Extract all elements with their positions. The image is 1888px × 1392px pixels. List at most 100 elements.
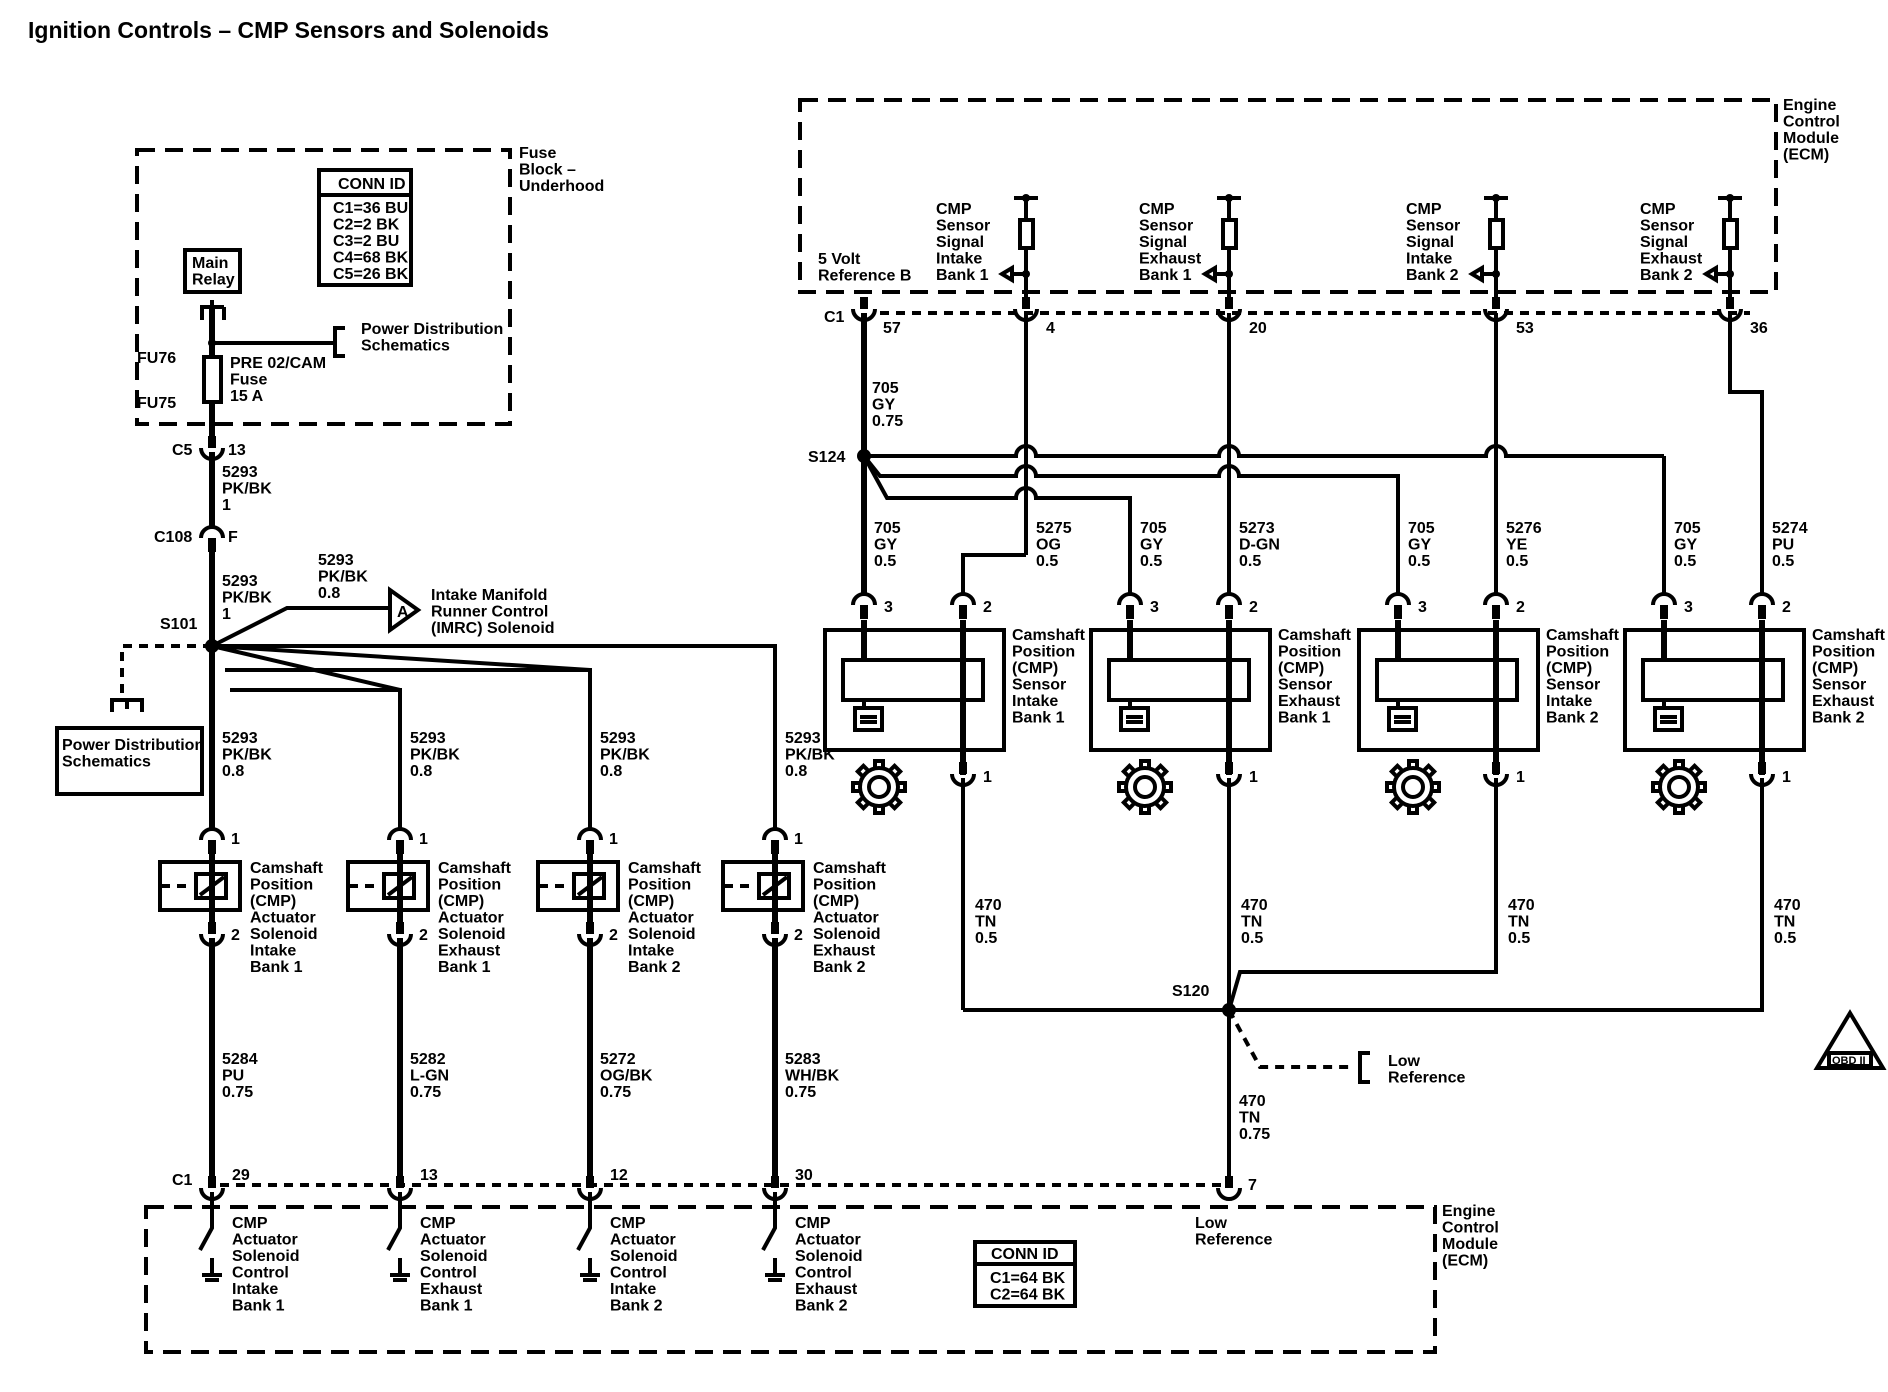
sensor-connector-3	[851, 592, 877, 606]
s120-label: S120	[1172, 983, 1209, 1000]
connector-pin	[1225, 297, 1233, 309]
connector-pin	[1758, 605, 1766, 619]
ecm-ref-pin: 57	[883, 320, 901, 337]
fu75-label: FU75	[137, 395, 176, 412]
ecm-pin-number: 29	[232, 1167, 250, 1184]
obd-badge-label-box	[1827, 1051, 1873, 1068]
connector-pin	[208, 1176, 216, 1188]
ref-bus-2	[862, 454, 1400, 595]
connector-pin	[1726, 297, 1734, 309]
solenoid-connector-1	[387, 827, 413, 841]
gear-icon	[1651, 759, 1707, 815]
sensor-magnet-lines	[1660, 715, 1677, 724]
solenoid-feed-wire	[225, 668, 592, 830]
ecm-switch-ground	[198, 1192, 222, 1282]
ecm-sensor-pin: 4	[1046, 320, 1055, 337]
gear-icon	[1385, 759, 1441, 815]
sensor-connector-3	[1385, 592, 1411, 606]
solenoid-pin-2: 2	[231, 927, 240, 944]
sensor-connector-2	[1216, 592, 1242, 606]
ecm-c1-label: C1	[172, 1172, 193, 1189]
sensor-pin-1: 1	[983, 769, 992, 786]
solenoid-pin-1: 1	[231, 831, 240, 848]
sensor-element	[841, 658, 985, 702]
c108-label: C108	[154, 529, 192, 546]
connector-pin	[208, 922, 216, 934]
connector-pin	[1394, 605, 1402, 619]
connector-pin	[1225, 1176, 1233, 1188]
gear-rim	[1658, 766, 1700, 808]
ecm-switch-ground	[386, 1192, 410, 1282]
connector-pin	[1225, 605, 1233, 619]
conn-id-header: CONN ID	[338, 176, 406, 193]
s101-label: S101	[160, 616, 197, 633]
connector-pin	[586, 922, 594, 934]
sensor-magnet-lines	[1126, 715, 1143, 724]
sensor-connector-3	[1651, 592, 1677, 606]
sensor-connector-2	[1483, 592, 1509, 606]
low-ref-3	[1227, 778, 1498, 1011]
ecm-switch-ground	[761, 1192, 785, 1282]
obd-badge-numeral: II	[1843, 1035, 1851, 1051]
pullup-resistor	[1018, 218, 1035, 250]
sensor-pin-3: 3	[1684, 599, 1693, 616]
connector-pin	[1660, 605, 1668, 619]
power-dist-bracket	[333, 326, 345, 358]
page-title: Ignition Controls – CMP Sensors and Sole…	[28, 17, 549, 43]
solenoid-pin-1: 1	[609, 831, 618, 848]
sensor-pin-3: 3	[884, 599, 893, 616]
ecm-pin-number: 30	[795, 1167, 813, 1184]
connector-pin	[1225, 762, 1233, 774]
solenoid-pin-2: 2	[794, 927, 803, 944]
solenoid-pin-2: 2	[609, 927, 618, 944]
solenoid-connector-1	[199, 827, 225, 841]
solenoid-feed-wire	[212, 644, 777, 830]
c108-connector	[199, 525, 225, 539]
signal-arrow-icon	[998, 264, 1014, 284]
gear-hub	[1133, 775, 1157, 799]
ecm-conn-id-header: CONN ID	[991, 1246, 1059, 1263]
low-ref-4	[1229, 778, 1764, 1012]
gear-hub	[1401, 775, 1425, 799]
ecm-sensor-pin: 36	[1750, 320, 1768, 337]
obd-badge-label: OBD II	[1832, 1055, 1866, 1067]
pullup-resistor	[1722, 218, 1739, 250]
gear-icon	[1117, 759, 1173, 815]
ecm-bottom-outline	[144, 1205, 1437, 1354]
sensor-connector-2	[950, 592, 976, 606]
connector-pin	[959, 762, 967, 774]
ecm-pin-number: 12	[610, 1167, 628, 1184]
signal-arrow-icon	[1702, 264, 1718, 284]
sensor-element	[1107, 658, 1251, 702]
